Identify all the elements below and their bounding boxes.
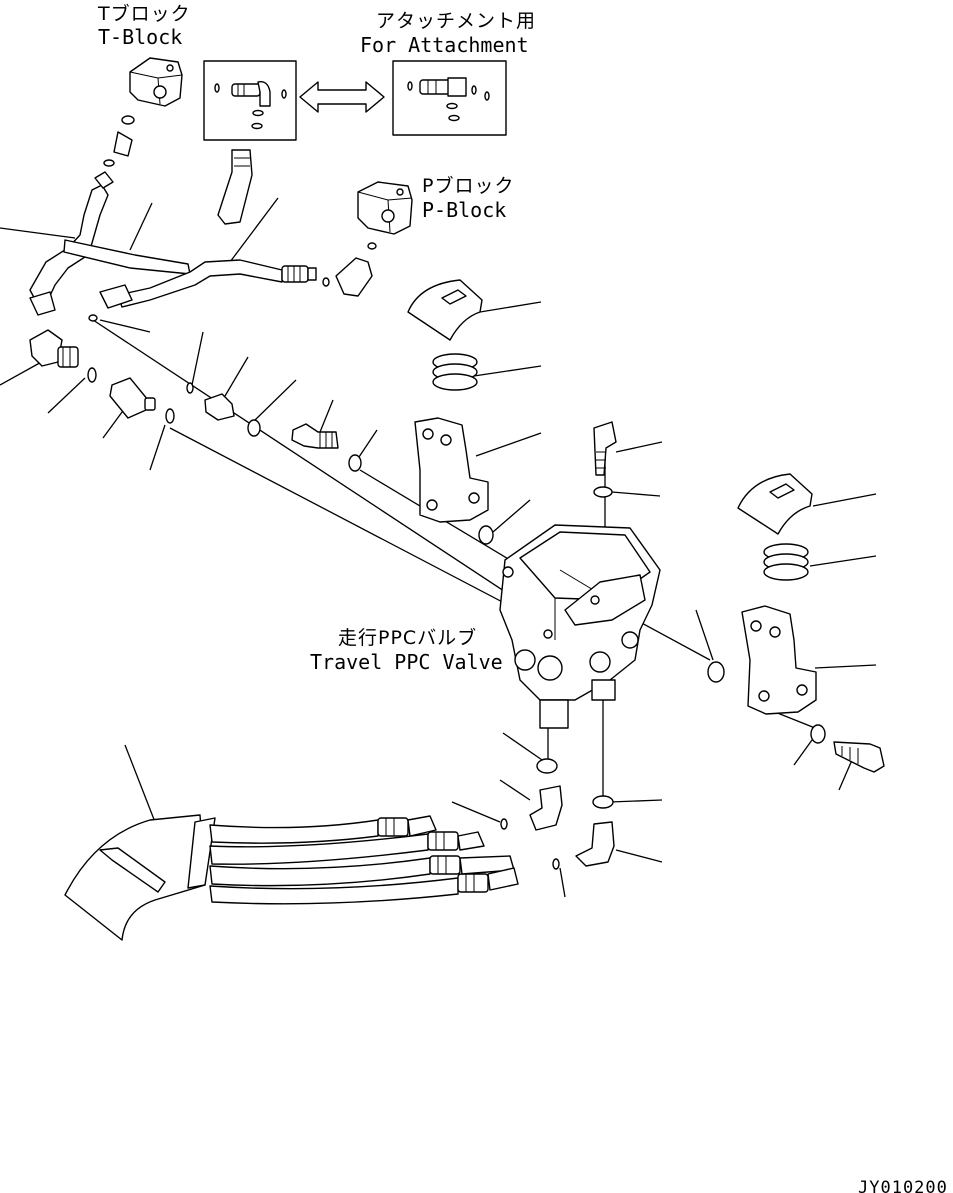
t-block-label-en: T-Block [98, 25, 183, 49]
drawing-code: JY010200 [858, 1178, 948, 1193]
bracket-middle [414, 417, 494, 545]
attachment-label-en: For Attachment [360, 33, 529, 57]
cover-and-spring-upper [407, 279, 483, 391]
leader-lines [0, 197, 877, 898]
cover-and-spring-right [737, 473, 813, 581]
fittings-left [29, 329, 362, 472]
p-block-label-ja: Pブロック [422, 175, 515, 197]
p-block-part [322, 181, 413, 297]
bolt-and-washer [593, 421, 617, 498]
double-arrow [299, 81, 385, 113]
valve-label-ja: 走行PPCバルブ [338, 627, 478, 649]
valve-label-en: Travel PPC Valve [310, 650, 503, 674]
travel-ppc-valve-part [499, 524, 661, 729]
inset-box-right [392, 60, 507, 136]
p-block-label-en: P-Block [422, 198, 507, 222]
lower-fittings [500, 758, 615, 870]
t-block-part [103, 57, 183, 167]
lower-hose-bundle [64, 814, 519, 941]
inset-box-left [203, 60, 297, 141]
attachment-label-ja: アタッチメント用 [376, 10, 537, 32]
upper-hoses [29, 171, 317, 322]
bracket-right [707, 605, 885, 773]
tube-fitting [217, 149, 253, 225]
t-block-label-ja: Tブロック [98, 3, 191, 25]
